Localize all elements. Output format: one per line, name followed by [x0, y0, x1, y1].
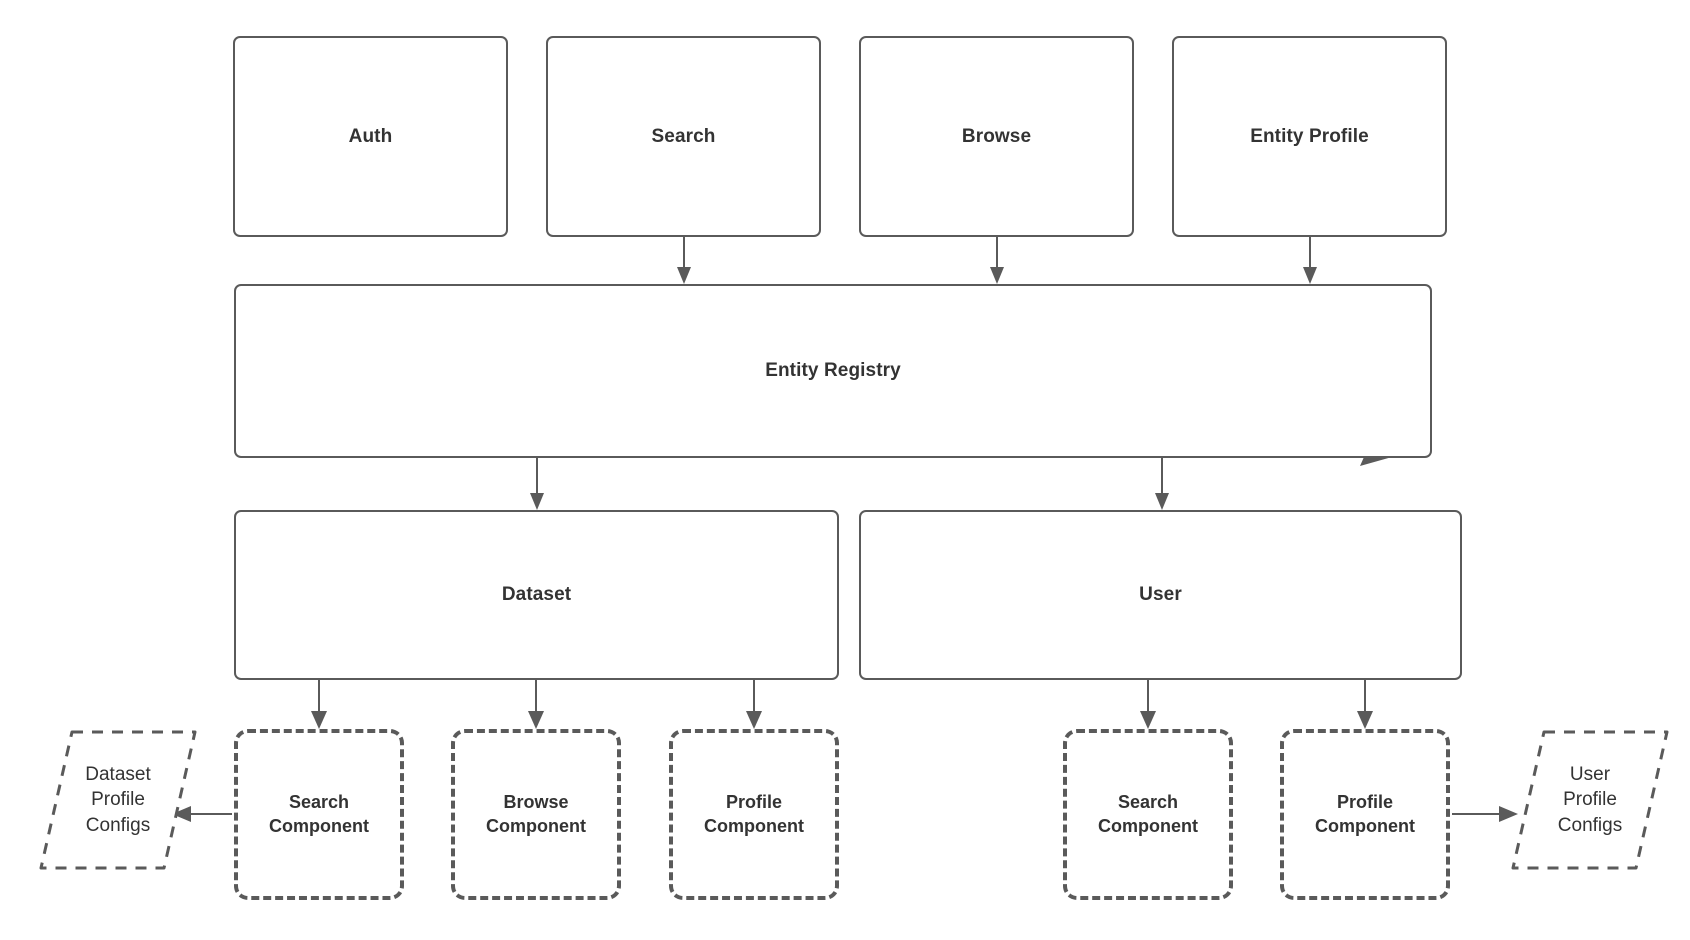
node-entity-registry-label: Entity Registry	[765, 360, 901, 381]
node-search[interactable]: Search	[546, 36, 821, 237]
node-user-profile-configs-label: User Profile Configs	[1557, 764, 1623, 836]
edge-dataset-to-profile-component	[746, 680, 762, 729]
node-user-profile-component-label: Profile Component	[1315, 792, 1415, 836]
edge-browse-to-registry	[990, 237, 1004, 284]
node-entity-profile[interactable]: Entity Profile	[1172, 36, 1447, 237]
node-dataset-search-component-label: Search Component	[269, 792, 369, 836]
edge-dataset-to-browse-component	[528, 680, 544, 729]
node-browse[interactable]: Browse	[859, 36, 1134, 237]
node-dataset-profile-configs[interactable]: Dataset Profile Configs	[38, 729, 198, 871]
user-profile-configs-shape	[1511, 730, 1669, 870]
node-auth[interactable]: Auth	[233, 36, 508, 237]
node-dataset-label: Dataset	[501, 584, 572, 605]
node-user-search-component[interactable]: Search Component	[1063, 729, 1233, 900]
node-user-profile-component[interactable]: Profile Component	[1280, 729, 1450, 900]
edge-user-to-profile-component	[1357, 680, 1373, 729]
node-dataset-profile-component-label: Profile Component	[704, 792, 804, 836]
node-dataset-search-component[interactable]: Search Component	[234, 729, 404, 900]
node-dataset[interactable]: Dataset	[234, 510, 839, 680]
node-dataset-browse-component[interactable]: Browse Component	[451, 729, 621, 900]
node-user-search-component-label: Search Component	[1098, 792, 1198, 836]
edge-entity-profile-to-registry	[1303, 237, 1317, 284]
node-dataset-profile-component[interactable]: Profile Component	[669, 729, 839, 900]
edge-registry-to-user	[1155, 458, 1169, 510]
node-user-label: User	[1139, 584, 1182, 605]
edge-dataset-to-search-component	[311, 680, 327, 729]
node-search-label: Search	[651, 125, 716, 147]
node-user[interactable]: User	[859, 510, 1462, 680]
node-auth-label: Auth	[348, 125, 393, 147]
node-entity-registry[interactable]: Entity Registry	[234, 284, 1432, 458]
node-entity-profile-label: Entity Profile	[1250, 125, 1369, 147]
node-browse-label: Browse	[961, 125, 1032, 147]
edge-profile-component-to-user-configs	[1452, 806, 1518, 822]
node-user-profile-configs[interactable]: User Profile Configs	[1510, 729, 1670, 871]
edge-registry-to-dataset	[530, 458, 544, 510]
node-dataset-browse-component-label: Browse Component	[486, 792, 586, 836]
edge-user-to-search-component	[1140, 680, 1156, 729]
node-dataset-profile-configs-label: Dataset Profile Configs	[85, 764, 151, 836]
dataset-profile-configs-shape	[39, 730, 197, 870]
edge-search-to-registry	[677, 237, 691, 284]
